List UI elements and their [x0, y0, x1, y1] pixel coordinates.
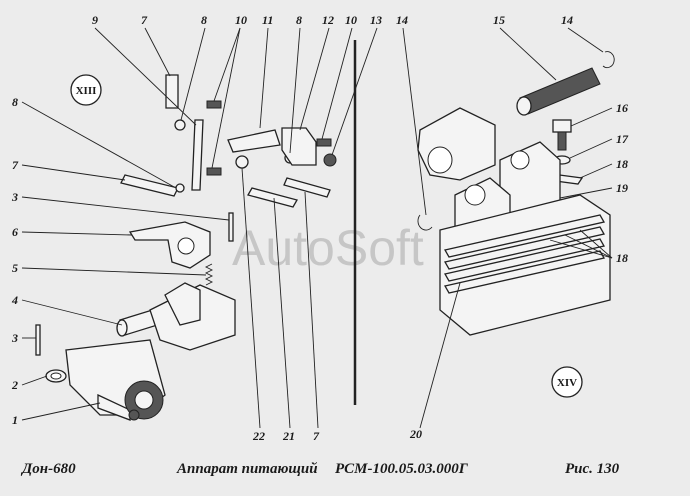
- part-housing-bore: [427, 146, 453, 174]
- callout-13: 13: [370, 13, 382, 27]
- callout-20: 20: [409, 427, 422, 441]
- callout-6: 6: [12, 225, 18, 239]
- part-7-plate-left: [120, 174, 179, 197]
- callout-4: 4: [11, 293, 18, 307]
- part-housing-casting: [417, 107, 496, 181]
- callout-19: 19: [616, 181, 628, 195]
- part-14-snap-ring-top: [602, 51, 615, 69]
- watermark-text: AutoSoft: [232, 220, 424, 276]
- callout-12: 12: [322, 13, 334, 27]
- callout-10-mid: 10: [345, 13, 357, 27]
- footer-model: Дон-680: [22, 461, 76, 477]
- callout-8-left: 8: [12, 95, 18, 109]
- part-7-plate-right: [283, 177, 331, 198]
- callout-7-top: 7: [141, 13, 148, 27]
- part-13-nut: [323, 153, 337, 167]
- footer-code: РСМ-100.05.03.000Г: [335, 461, 468, 477]
- part-11-link: [227, 129, 281, 153]
- part-22-washer: [235, 155, 249, 169]
- view-marker-right: XIV: [551, 366, 583, 398]
- callout-9: 9: [92, 13, 98, 27]
- callout-numbers: 9 7 8 10 11 8 12 10 13 14 15 14 16 17 18…: [11, 13, 629, 443]
- part-21-plate: [247, 187, 298, 208]
- part-housing-lug: [164, 282, 201, 326]
- callout-22: 22: [252, 429, 265, 443]
- callout-8-top: 8: [201, 13, 207, 27]
- callout-18-top: 18: [616, 157, 628, 171]
- callout-5: 5: [12, 261, 18, 275]
- callout-3-lower: 3: [11, 331, 18, 345]
- part-10-bolt-a: [206, 100, 222, 109]
- callout-8-mid: 8: [296, 13, 302, 27]
- callout-10-top: 10: [235, 13, 247, 27]
- callout-15: 15: [493, 13, 505, 27]
- callout-21: 21: [282, 429, 295, 443]
- part-2-washer: [45, 369, 67, 383]
- callout-3-upper: 3: [11, 190, 18, 204]
- part-20-main-body: [439, 194, 611, 336]
- view-label-right: XIV: [557, 377, 577, 389]
- part-3-cotter-pin-lower: [35, 324, 41, 356]
- leader-lines: [21, 27, 613, 429]
- footer-figure: Рис. 130: [565, 461, 620, 477]
- part-10-bolt-b: [206, 167, 222, 176]
- callout-7-left: 7: [12, 158, 19, 172]
- part-5-spring: [204, 263, 214, 286]
- part-8-nut-a: [175, 183, 185, 193]
- part-8-nut-b: [174, 119, 186, 131]
- part-16-bolt: [552, 119, 572, 151]
- callout-2: 2: [11, 378, 18, 392]
- part-3-cotter-pin-upper: [228, 212, 234, 242]
- callout-7-bottom: 7: [313, 429, 320, 443]
- part-12-coupling: [281, 127, 317, 166]
- footer-title: Аппарат питающий: [177, 461, 318, 477]
- callout-16: 16: [616, 101, 628, 115]
- callout-14-left: 14: [396, 13, 408, 27]
- part-14-snap-ring-mid: [417, 214, 433, 231]
- callout-1: 1: [12, 413, 18, 427]
- part-10-bolt-c: [316, 138, 332, 147]
- part-15-roller: [516, 67, 601, 116]
- part-9-tie-rod: [191, 119, 204, 191]
- callout-18-bottom: 18: [616, 251, 628, 265]
- callout-17: 17: [616, 132, 629, 146]
- part-6-lever: [128, 221, 211, 269]
- callout-14-right: 14: [561, 13, 573, 27]
- part-7-plate-top: [165, 74, 179, 109]
- view-label-left: XIII: [76, 85, 97, 97]
- callout-11: 11: [262, 13, 273, 27]
- part-1-bracket-sprocket: [65, 339, 166, 421]
- view-marker-left: XIII: [70, 74, 102, 106]
